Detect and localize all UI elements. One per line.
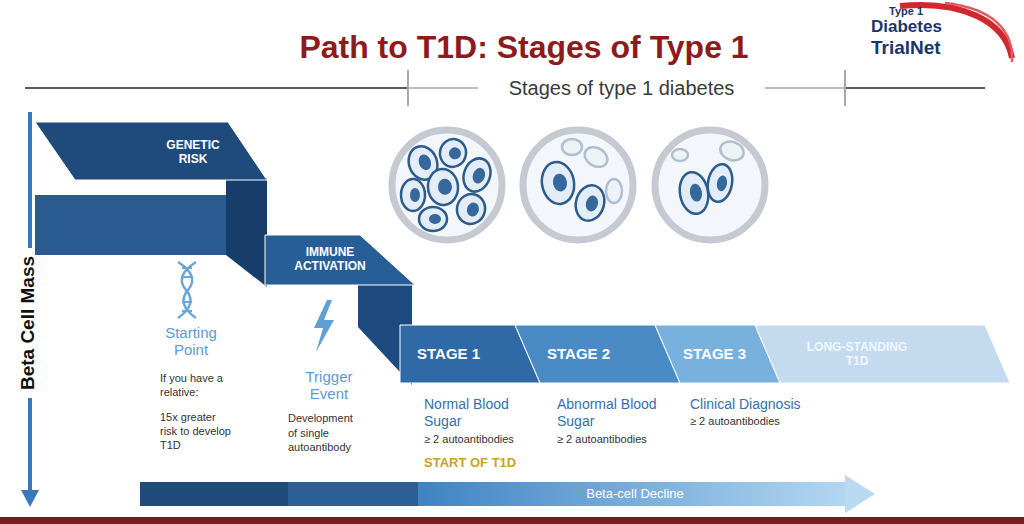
step-heading: Starting Point [154,324,228,358]
stage-marker: START OF T1D [424,455,554,471]
stage-heading: Abnormal Blood Sugar [557,396,679,430]
stage-band: LONG-STANDING T1D [755,325,1010,383]
stage-heading: Clinical Diagnosis [690,396,835,413]
logo-swoosh [945,3,1012,62]
immune-activation-band: IMMUNE ACTIVATION [265,235,415,285]
cell-nucleus [437,178,452,195]
step-note: Development of single autoantibody [288,411,360,455]
cell-nucleus [410,188,420,202]
cell-nucleus [465,201,480,218]
lightning-icon [314,300,334,352]
ribbon-fold [226,178,267,287]
dna-icon [182,267,192,269]
axis-line [28,112,32,248]
stage-note: ≥ 2 autoantibodies [557,432,687,446]
cell-nucleus [448,146,462,160]
band-label: Beta-cell Decline [545,486,725,502]
cell-nucleus [429,214,441,224]
band-label: STAGE 3 [683,345,763,363]
bracket-line [765,87,845,89]
genetic-risk-band: GENETIC RISK [35,122,267,180]
decline-segment [418,482,846,506]
band-shape [35,122,267,180]
cell-nucleus [417,153,434,172]
node-outline [35,122,267,180]
band-shape [265,235,415,285]
beta-cell [438,137,468,169]
title-rule [845,87,985,89]
decline-arrow: Beta-cell Decline [140,474,875,514]
dna-icon [178,262,196,318]
stage-band: STAGE 2 [515,325,680,383]
bracket-heading: Stages of type 1 diabetes [478,75,765,101]
dna-icon [182,301,192,303]
band-label: GENETIC RISK [158,138,228,166]
dying-cell [672,149,688,161]
dying-cell [718,138,747,163]
dying-cell [562,139,582,155]
decline-segment [140,482,288,506]
step-heading: Trigger Event [294,368,364,402]
band-shape [755,325,1010,383]
slide-border [0,517,1024,524]
cell-nucleus [716,175,729,192]
step-note: If you have a relative: [160,371,242,399]
beta-cell [419,207,447,231]
band-label: STAGE 1 [417,345,512,363]
band-label: STAGE 2 [547,345,647,363]
band-label: LONG-STANDING T1D [799,340,915,368]
cell-nucleus [584,194,600,213]
axis-line [28,398,32,492]
step-note: 15x greater risk to develop T1D [160,410,232,452]
beta-cell [426,168,459,206]
beta-cell [459,155,495,196]
islet-circle [655,130,765,240]
beta-cell [572,182,608,224]
slide-title: Path to T1D: Stages of Type 1 [262,28,786,66]
axis-label: Beta Cell Mass [16,233,40,413]
band-shape [515,325,680,383]
beta-cell [539,160,578,207]
beta-cell [705,162,735,204]
title-rule [25,87,408,89]
band-label: IMMUNE ACTIVATION [285,245,375,273]
axis-arrowhead [21,490,39,507]
beta-cell [454,191,489,227]
dying-cell [581,143,611,171]
logo-text: TrialNet [871,37,981,59]
beta-cell [401,179,425,211]
cell-nucleus [552,173,569,193]
stage-heading: Normal Blood Sugar [424,396,539,430]
logo-text: Type 1 [889,5,959,18]
decline-arrowhead [845,475,875,513]
bracket-tick [844,70,846,106]
beta-cell [677,170,712,216]
islet-circle [523,130,633,240]
dying-cell [606,179,622,203]
cell-nucleus [688,183,703,203]
bracket-tick [407,70,409,106]
bracket-line [408,87,478,89]
islet-circle [392,130,502,240]
node-outline [140,474,875,514]
dna-icon [178,262,196,318]
decline-segment [288,482,418,506]
stage-note: ≥ 2 autoantibodies [690,414,820,428]
dna-icon [182,310,192,312]
stage-note: ≥ 2 autoantibodies [424,432,554,446]
logo-text: Diabetes [871,17,971,37]
cell-nucleus [471,166,488,185]
dna-icon [182,276,192,278]
